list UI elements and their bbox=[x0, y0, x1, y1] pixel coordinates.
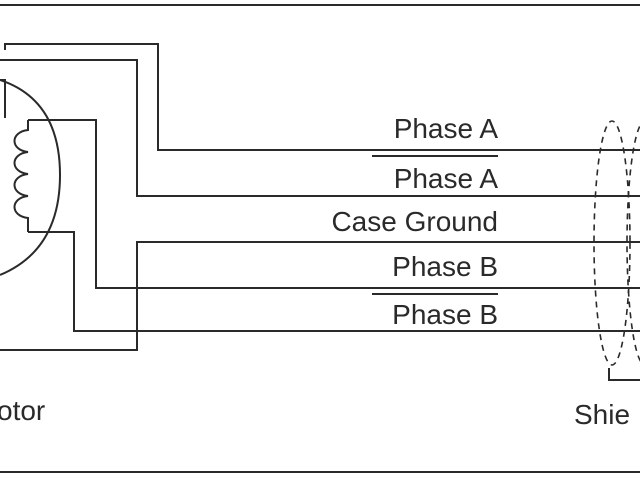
shield-ellipse-left bbox=[593, 120, 631, 366]
coil-icon bbox=[13, 120, 29, 232]
label-phase-a-inverted: Phase A bbox=[394, 163, 499, 194]
wire-phase-a bbox=[4, 43, 640, 151]
wire-phase-b-inv bbox=[28, 231, 640, 332]
label-phase-b: Phase B bbox=[392, 251, 498, 282]
wire-phase-a-inv bbox=[0, 59, 640, 197]
rotor-bracket bbox=[0, 79, 6, 118]
motor-housing-arc bbox=[0, 79, 62, 276]
label-case-ground: Case Ground bbox=[331, 206, 498, 237]
wire-phase-b bbox=[28, 119, 640, 289]
label-shield: Shie bbox=[574, 399, 630, 430]
label-motor: otor bbox=[0, 395, 45, 426]
shield-drain-bracket bbox=[608, 368, 640, 381]
label-phase-a: Phase A bbox=[394, 113, 499, 144]
label-phase-b-inverted: Phase B bbox=[392, 299, 498, 330]
wire-case-ground bbox=[0, 241, 640, 351]
